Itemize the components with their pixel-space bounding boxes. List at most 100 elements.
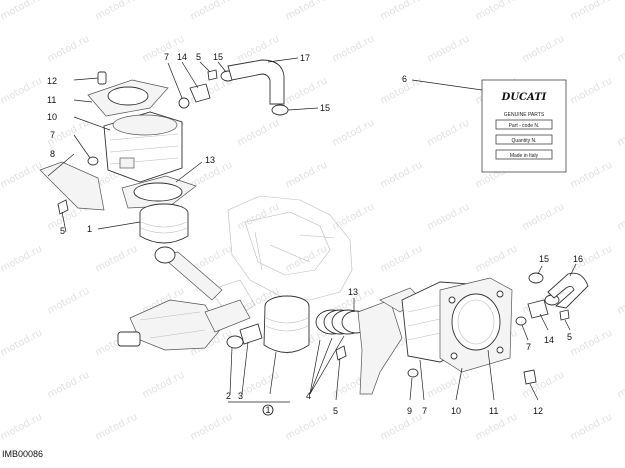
watermark-text: motod.ru	[521, 201, 567, 232]
head-gasket-bottom	[439, 277, 513, 373]
watermark-text: motod.ru	[616, 201, 625, 232]
dowel-bottom	[523, 369, 537, 385]
circlip	[226, 335, 244, 349]
callout-17: 17	[300, 53, 310, 63]
watermark-text: motod.ru	[0, 411, 44, 442]
watermark-text: motod.ru	[616, 369, 625, 400]
watermark-text: motod.ru	[379, 0, 425, 23]
piston-pin	[239, 323, 263, 345]
o-ring-right	[515, 316, 527, 326]
watermark-text: motod.ru	[616, 117, 625, 148]
watermark-text: motod.ru	[284, 159, 330, 190]
callout-12-top: 12	[47, 76, 57, 86]
watermark-text: motod.ru	[426, 33, 472, 64]
watermark-text: motod.ru	[521, 33, 567, 64]
label-genuine: GENUINE PARTS	[504, 112, 545, 118]
watermark-text: motod.ru	[331, 201, 377, 232]
watermark-text: motod.ru	[284, 0, 330, 23]
watermark-text: motod.ru	[569, 0, 615, 23]
watermark-text: motod.ru	[236, 33, 282, 64]
callout-7-left: 7	[50, 130, 55, 140]
screw-left	[57, 199, 69, 215]
watermark-text: motod.ru	[94, 411, 140, 442]
callout-15-right: 15	[539, 254, 549, 264]
callout-15-mid: 15	[320, 103, 330, 113]
callout-3: 3	[238, 391, 243, 401]
watermark-text: motod.ru	[426, 369, 472, 400]
watermark-text: motod.ru	[236, 201, 282, 232]
callout-11-bottom: 11	[489, 406, 498, 416]
watermark-text: motod.ru	[474, 0, 520, 23]
watermark-text: motod.ru	[569, 327, 615, 358]
callout-13-bottom: 13	[348, 287, 358, 297]
watermark-text: motod.ru	[331, 117, 377, 148]
watermark-text: motod.ru	[379, 411, 425, 442]
head-gasket-top	[87, 79, 169, 117]
o-ring-left	[87, 156, 99, 166]
callout-9: 9	[407, 406, 412, 416]
hose-clamp-lower	[271, 104, 289, 116]
callout-12-bottom: 12	[533, 406, 543, 416]
callout-8: 8	[50, 149, 55, 159]
crankshaft-assembly	[117, 246, 251, 351]
callout-1-top: 1	[87, 224, 92, 234]
callout-1-bottom: 1	[265, 405, 270, 415]
screw-top	[207, 69, 218, 81]
callout-6: 6	[402, 74, 407, 84]
watermark-text: motod.ru	[379, 243, 425, 274]
bracket-left	[39, 161, 105, 211]
label-part-code: Part - code N.	[509, 123, 540, 129]
leader-lines	[47, 57, 577, 403]
watermark-text: motod.ru	[94, 243, 140, 274]
o-ring-bottom	[407, 368, 419, 378]
callout-16: 16	[573, 254, 583, 264]
callout-labels: 12 11 10 7 8 5 1 13 7 14 5 15 17 15 6 13…	[47, 52, 583, 416]
callout-5-top: 5	[196, 52, 201, 62]
watermark-text: motod.ru	[94, 0, 140, 23]
screw-right	[559, 309, 570, 321]
callout-5-bottom: 5	[333, 406, 338, 416]
watermark-text: motod.ru	[236, 117, 282, 148]
watermark-text: motod.ru	[0, 243, 44, 274]
watermark-text: motod.ru	[46, 369, 92, 400]
bracket-bottom	[357, 299, 403, 395]
callout-14-right: 14	[544, 335, 554, 345]
callout-14-top: 14	[177, 52, 187, 62]
watermark-text: motod.ru	[284, 75, 330, 106]
callout-7-bottom: 7	[422, 406, 427, 416]
watermark-text: motod.ru	[0, 159, 44, 190]
callout-10-bottom: 10	[451, 406, 461, 416]
watermark-text: motod.ru	[189, 0, 235, 23]
diagram-code: IMB00086	[2, 449, 44, 459]
watermark-text: motod.ru	[0, 75, 44, 106]
watermark-text: motod.ru	[46, 285, 92, 316]
water-fitting-right	[527, 299, 549, 319]
watermark-text: motod.ru	[189, 411, 235, 442]
watermark-text: motod.ru	[379, 159, 425, 190]
hose-clamp-right-top	[528, 272, 544, 284]
hose-top	[227, 59, 285, 105]
dowel-top	[97, 71, 107, 85]
base-gasket-bore-top	[133, 182, 183, 202]
watermark-text: motod.ru	[474, 411, 520, 442]
watermark-text: motod.ru	[616, 285, 625, 316]
callout-7-top: 7	[164, 52, 169, 62]
watermark-text: motod.ru	[0, 0, 44, 23]
o-ring-top	[178, 97, 190, 109]
callout-2: 2	[226, 391, 231, 401]
callout-10-top: 10	[47, 112, 57, 122]
watermark-text: motod.ru	[616, 33, 625, 64]
piston-bottom	[263, 295, 310, 353]
watermark-text: motod.ru	[569, 159, 615, 190]
watermark-text: motod.ru	[0, 327, 44, 358]
callout-4: 4	[306, 391, 311, 401]
watermark-text: motod.ru	[426, 201, 472, 232]
callout-11-top: 11	[47, 95, 56, 105]
callout-5-right: 5	[567, 332, 572, 342]
watermark-text: motod.ru	[569, 411, 615, 442]
watermark-text: motod.ru	[331, 33, 377, 64]
piston-top	[139, 203, 189, 244]
hose-right	[547, 272, 589, 309]
